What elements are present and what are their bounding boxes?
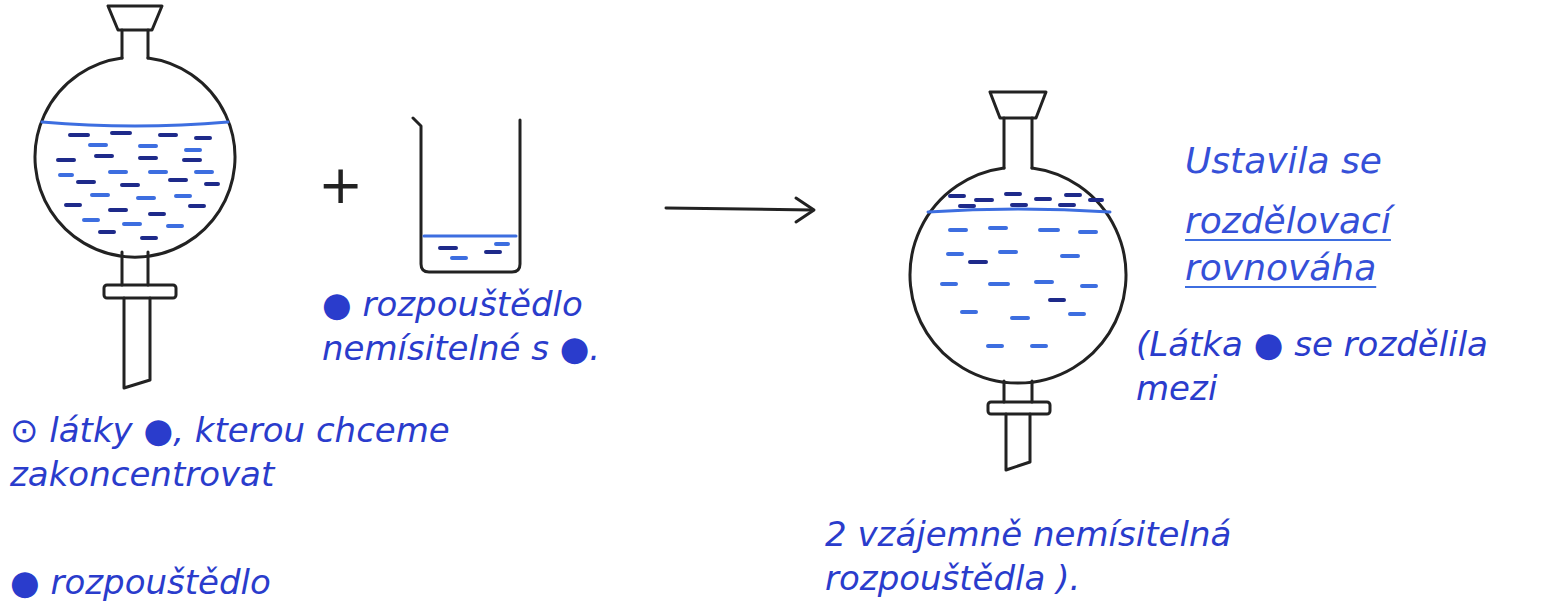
liquid-level: [42, 122, 1110, 236]
explanation-note: (Látka ● se rozdělila mezi: [1136, 322, 1556, 410]
plus-sign: +: [318, 150, 378, 220]
separatory-funnel: [910, 92, 1126, 470]
plus-sign: +: [318, 150, 378, 220]
legend-note: ● rozpouštědlo: [10, 560, 330, 604]
solvent-note: ● rozpouštědlo nemísitelné s ●.: [322, 282, 702, 370]
process-arrow: [666, 198, 814, 222]
result-note: Ustavila se: [1185, 138, 1545, 185]
solvent-note: ● rozpouštědlo nemísitelné s ●.: [322, 282, 702, 370]
explanation-note: 2 vzájemně nemísitelná rozpouštědla ).: [825, 512, 1305, 600]
legend-note: ⊙ látky ●, kterou chceme zakoncentrovat: [10, 408, 460, 496]
explanation-note: (Látka ● se rozdělila mezi: [1136, 322, 1556, 410]
key-term: rozdělovací rovnováha: [1185, 198, 1485, 292]
explanation-note: 2 vzájemně nemísitelná rozpouštědla ).: [825, 512, 1305, 600]
legend-note: ⊙ látky ●, kterou chceme zakoncentrovat: [10, 408, 460, 496]
key-term: rozdělovací rovnováha: [1185, 198, 1485, 292]
result-note: Ustavila se: [1185, 138, 1545, 185]
legend-note: ● rozpouštědlo: [10, 560, 330, 604]
beaker: [413, 118, 520, 272]
separatory-funnel: [35, 6, 235, 388]
